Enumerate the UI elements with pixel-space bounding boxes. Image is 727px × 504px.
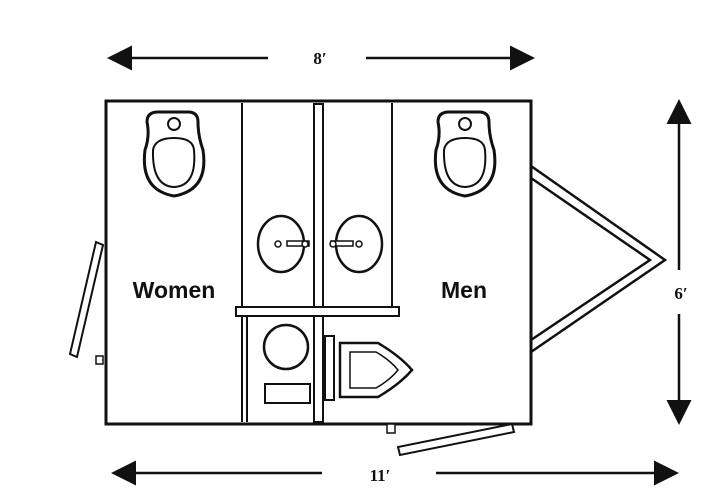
- water-heater-icon: [262, 323, 310, 371]
- toilet-women-icon: [142, 110, 206, 198]
- sink-right-icon: [329, 214, 384, 274]
- dimension-top-label: 8′: [313, 49, 326, 68]
- counter-wall: [235, 306, 400, 317]
- toilet-men-icon: [433, 110, 497, 198]
- sink-left-icon: [256, 214, 310, 274]
- trailer-hitch: [530, 164, 668, 354]
- room-label-women: Women: [133, 277, 216, 303]
- door-women: [68, 240, 105, 365]
- dimension-bottom-label: 11′: [370, 466, 391, 485]
- dimension-bottom: 11′: [111, 460, 679, 486]
- room-label-men: Men: [441, 277, 487, 303]
- dimension-top: 8′: [107, 45, 535, 71]
- center-divider: [313, 103, 324, 423]
- trailer-outline: [104, 99, 533, 426]
- storage-box: [264, 383, 311, 404]
- urinal-icon: [324, 335, 414, 401]
- door-men: [386, 422, 516, 457]
- dimension-right-label: 6′: [674, 284, 687, 303]
- dimension-right: 6′: [666, 99, 692, 425]
